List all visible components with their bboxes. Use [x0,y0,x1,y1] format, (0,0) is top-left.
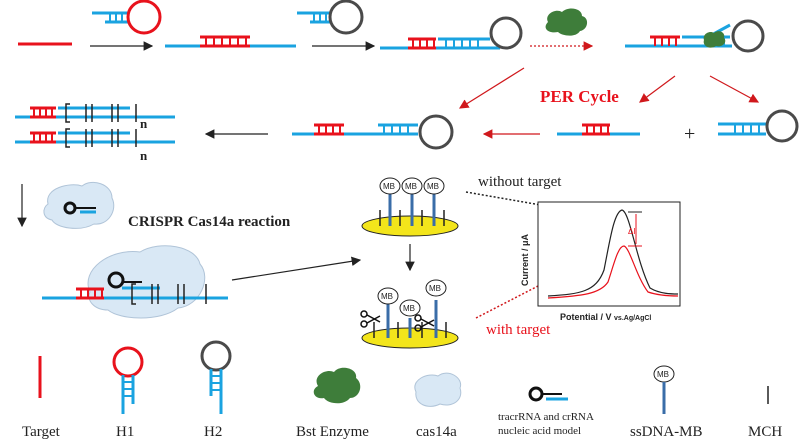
curve-without-target [547,209,679,297]
plot-ylabel: Current / μA [520,233,530,286]
h2-hairpin-top [297,0,364,35]
repeat-n-top: n [140,116,148,131]
legend-cas14a-label: cas14a [416,424,457,440]
arrow-to-electrode [231,256,362,281]
per-complex-b [625,19,765,53]
target-h1-duplex [165,35,296,48]
legend-target-label: Target [22,424,61,440]
svg-text:MB: MB [427,182,439,191]
legend-cas14a-glyph [414,372,462,407]
concatemer-products [15,103,175,148]
crispr-reaction-label: CRISPR Cas14a reaction [128,214,291,230]
per-complex-c [292,114,454,150]
cas14a-bound-product [42,245,228,319]
dpv-plot: ΔI Current / μA Potential / V vs.Ag/AgCl [520,201,681,322]
legend-tracr-label-2: nucleic acid model [498,425,581,437]
curve-with-target [547,245,679,299]
svg-text:MB: MB [383,182,395,191]
scissors-icon-2 [414,314,435,332]
released-strand [557,123,640,136]
svg-text:MB: MB [403,304,415,313]
legend-h1-label: H1 [116,424,134,440]
with-target-label: with target [486,322,551,338]
per-complex-a [380,16,523,50]
legend-mch-label: MCH [748,424,782,440]
h2-released [718,109,799,143]
without-target-label: without target [478,174,562,190]
plus-sign: + [684,123,695,145]
electrode-with-target: MB MB MB [360,279,459,349]
per-cycle-label: PER Cycle [540,87,619,106]
bst-enzyme-top [545,8,588,36]
delta-i-label: ΔI [628,227,636,236]
legend-bst-label: Bst Enzyme [296,424,369,440]
arrow-per-up-left [458,67,525,109]
legend-h2-glyph [200,340,232,414]
legend-h2-label: H2 [204,424,222,440]
legend-tracr-glyph [528,386,568,402]
legend-h1-glyph [112,346,144,414]
svg-text:MB: MB [657,370,669,379]
electrode-without-target: MB MB MB [361,177,459,237]
svg-text:MB: MB [381,292,393,301]
plot-xlabel: Potential / V vs.Ag/AgCl [560,312,651,322]
h1-hairpin-top [92,0,162,35]
legend-ssdna-glyph: MB [653,365,675,414]
svg-text:MB: MB [429,284,441,293]
legend-ssdna-label: ssDNA-MB [630,424,703,440]
legend-tracr-label-1: tracrRNA and crRNA [498,411,594,423]
svg-text:MB: MB [405,182,417,191]
legend-bst-glyph [313,367,361,404]
scissors-icon [360,310,381,328]
cas14a-complex [43,182,115,229]
repeat-n-bottom: n [140,148,148,163]
arrow-per-down-right [709,75,760,103]
arrow-per-down-left [639,75,676,103]
